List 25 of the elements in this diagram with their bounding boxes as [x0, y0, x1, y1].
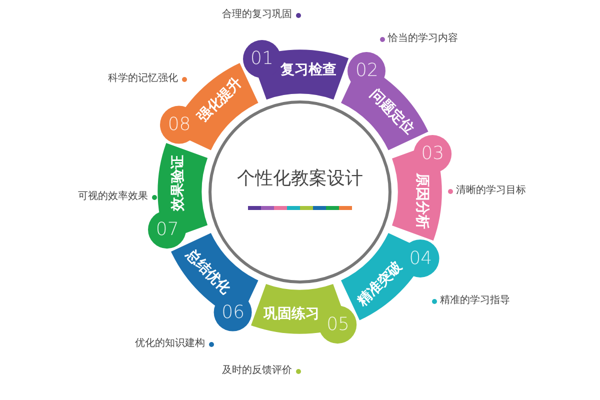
annotation-text: 合理的复习巩固 — [222, 10, 292, 20]
step-number: 04 — [409, 250, 432, 268]
step-title: 原因分析 — [414, 172, 429, 228]
step-title: 效果验证 — [171, 155, 186, 212]
annotation-text: 可视的效率效果 — [78, 192, 148, 202]
step-title: 复习检查 — [280, 63, 336, 78]
annotation-text: 科学的记忆强化 — [108, 74, 178, 84]
step-number: 06 — [222, 304, 245, 322]
annotation-text: 及时的反馈评价 — [222, 366, 292, 376]
step-number: 05 — [326, 316, 350, 334]
annotation-text: 优化的知识建构 — [135, 339, 205, 349]
step-title: 问题定位 — [367, 87, 417, 137]
step-title: 巩固练习 — [263, 306, 320, 321]
annotation-text: 清晰的学习目标 — [456, 186, 526, 196]
step-title: 总结优化 — [183, 247, 233, 297]
annotation-text: 恰当的学习内容 — [388, 34, 458, 44]
step-title: 强化提升 — [195, 75, 245, 125]
step-number: 01 — [250, 50, 274, 68]
step-title: 精准突破 — [355, 259, 405, 309]
step-number: 02 — [355, 62, 378, 80]
step-number: 03 — [421, 144, 444, 163]
step-number: 07 — [156, 221, 179, 240]
center-title: 个性化教案设计 — [236, 170, 364, 188]
annotation-text: 精准的学习指导 — [440, 296, 510, 306]
step-number: 08 — [168, 116, 191, 134]
